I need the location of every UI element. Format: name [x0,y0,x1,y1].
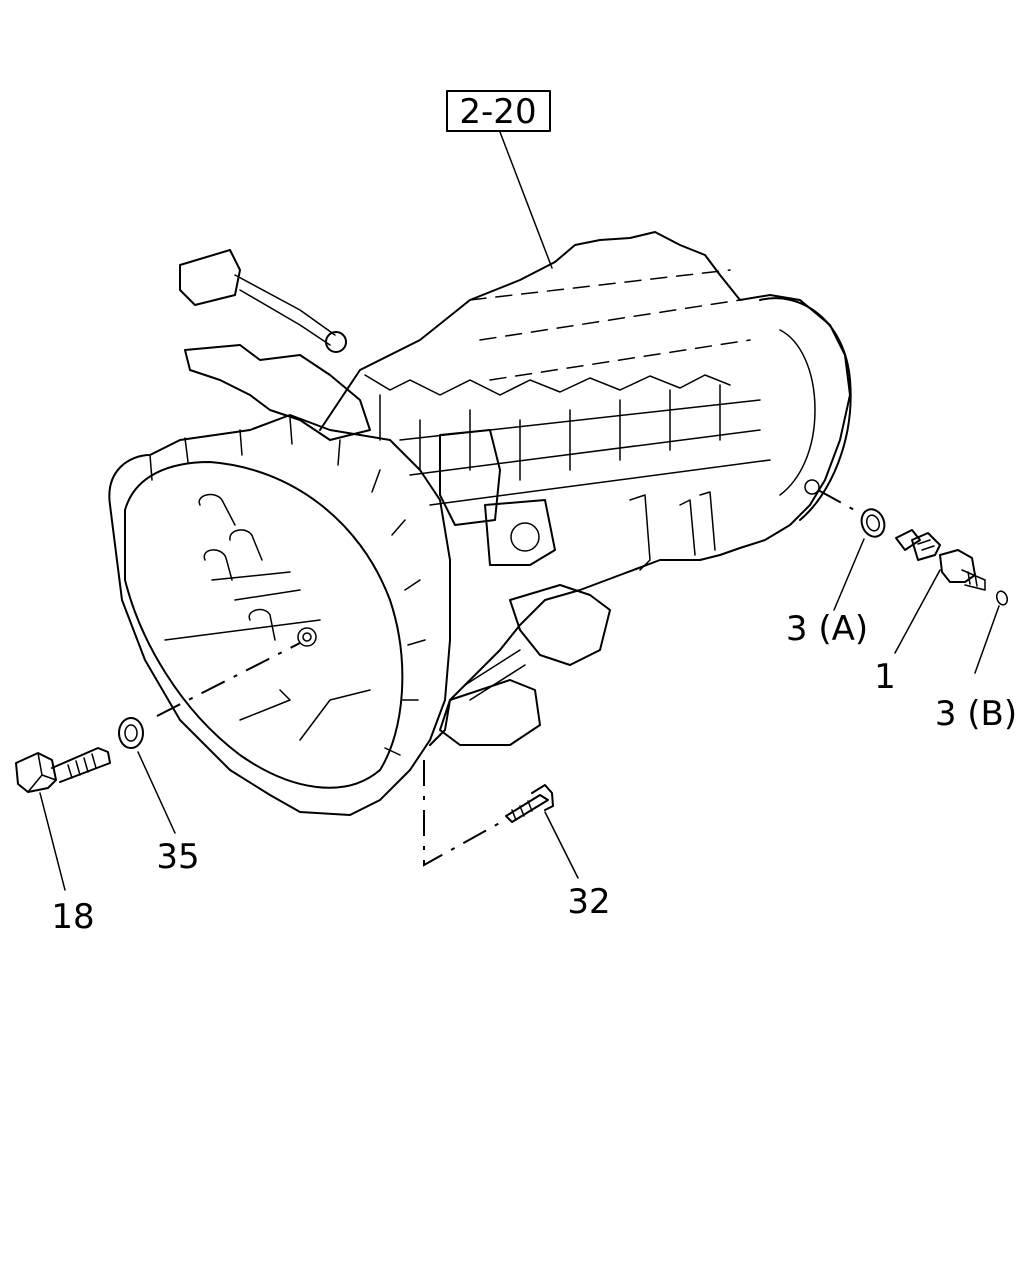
transmission-assembly [108,231,852,816]
leader-line-35 [137,751,176,834]
callout-18: 18 [51,897,94,937]
drain-plug-18[interactable] [15,747,111,793]
o-ring-3a[interactable] [858,506,888,540]
callout-35: 35 [156,837,199,877]
callout-1: 1 [874,657,896,697]
bolt-32[interactable] [505,784,554,823]
leader-line-18 [39,792,66,891]
axis-line-speedo [817,489,859,513]
callout-32: 32 [567,882,610,922]
leader-line-32 [544,811,579,879]
callout-3a: 3 (A) [786,609,868,649]
leader-line-3b [974,605,1000,674]
leader-line-3a [833,538,865,611]
leader-line-1 [894,569,941,654]
leader-line-reference [499,131,553,269]
axis-line-bolt [423,760,506,867]
speedometer-sensor-1[interactable] [895,529,986,591]
gasket-washer-35[interactable] [118,717,144,749]
reference-box-label: 2-20 [459,92,536,132]
callout-3b: 3 (B) [935,694,1017,734]
reference-box[interactable]: 2-20 [446,90,551,132]
o-ring-3b[interactable] [995,590,1009,607]
